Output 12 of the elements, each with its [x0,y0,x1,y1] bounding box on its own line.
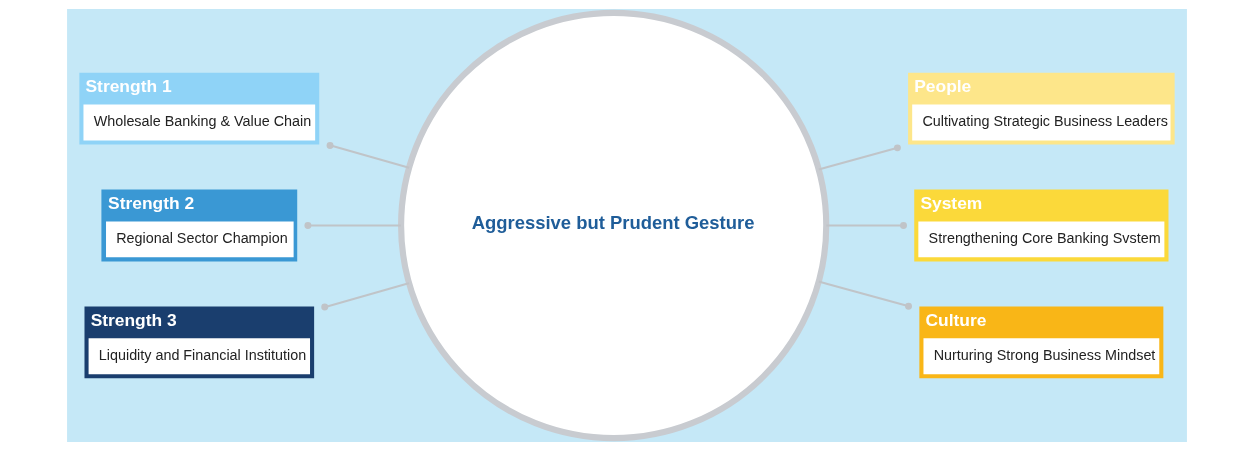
node-box: System Strengthening Core Banking Svstem [913,189,1168,261]
node-circle: Aggressive but Prudent Gesture [397,9,829,441]
connector [818,143,901,170]
node-box: People Cultivating Strategic Business Leaders [907,72,1175,144]
connector [825,221,907,229]
node-box: Culture Nurturing Strong Business Mindset [918,306,1163,378]
connector [303,221,401,229]
connector [320,281,409,311]
node-box: Strength 1 Wholesale Banking & Value Chain [78,72,319,144]
node-box: Strength 3 Liquidity and Financial Institution [84,306,314,378]
connector [818,280,912,310]
connector [326,141,409,169]
